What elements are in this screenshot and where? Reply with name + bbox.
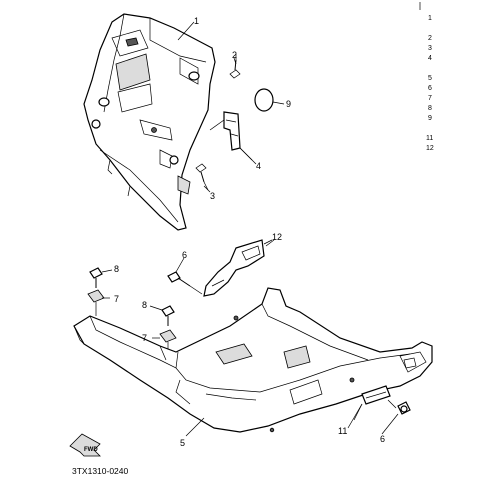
- callout-labels: 1 2 9 4 3 12 6 8 7 8 7 5 11 6: [114, 16, 385, 448]
- callout-bottom-cover: 5: [180, 438, 185, 448]
- rear-bracket-part: [353, 385, 391, 421]
- screw-part-8-upper: [89, 267, 103, 288]
- index-item: 3: [428, 45, 432, 52]
- forward-arrow-icon: FWD: [69, 433, 101, 457]
- index-item: 7: [428, 95, 432, 102]
- screw-part-8-lower: [161, 305, 175, 326]
- callout-bolt-right: 6: [380, 434, 385, 444]
- diagram-code: 3TX1310-0240: [72, 466, 129, 476]
- bracket-part: [209, 111, 257, 165]
- bottom-cover-part: [73, 287, 433, 433]
- index-item: 8: [428, 105, 432, 112]
- callout-leg-shield: 1: [194, 16, 199, 26]
- callout-rear-bracket: 11: [338, 426, 347, 436]
- index-column: 1 2 3 4 5 6 7 8 9 11 12: [419, 2, 434, 152]
- index-item: 1: [428, 15, 432, 22]
- callout-screw-left-lower: 8: [142, 300, 147, 310]
- bolt-part-6-right: [387, 399, 411, 415]
- clip-part-7-upper: [87, 289, 105, 316]
- index-item: 12: [426, 145, 434, 152]
- callout-grommet: 9: [286, 99, 291, 109]
- index-item: 2: [428, 35, 432, 42]
- callout-cover-plate: 12: [272, 232, 282, 242]
- index-item: 9: [428, 115, 432, 122]
- callout-clip-lower: 7: [142, 333, 147, 343]
- leg-shield-part: [83, 13, 216, 231]
- callout-screw-upper: 2: [232, 50, 237, 60]
- bolt-part-6-left: [167, 271, 203, 295]
- callout-screw-lower: 3: [210, 191, 215, 201]
- callout-clip-upper: 7: [114, 294, 119, 304]
- screw-part-2: [229, 54, 241, 79]
- cover-plate-part: [203, 239, 273, 297]
- index-item: 11: [426, 135, 433, 142]
- leader-lines: [101, 21, 399, 437]
- callout-screw-left-upper: 8: [114, 264, 119, 274]
- callout-bracket: 4: [256, 161, 261, 171]
- screw-part-3: [195, 163, 209, 191]
- index-item: 4: [428, 55, 432, 62]
- callout-bolt-left: 6: [182, 250, 187, 260]
- index-item: 6: [428, 85, 432, 92]
- grommet-part: [254, 88, 285, 112]
- forward-arrow-label: FWD: [84, 447, 98, 453]
- index-item: 5: [428, 75, 432, 82]
